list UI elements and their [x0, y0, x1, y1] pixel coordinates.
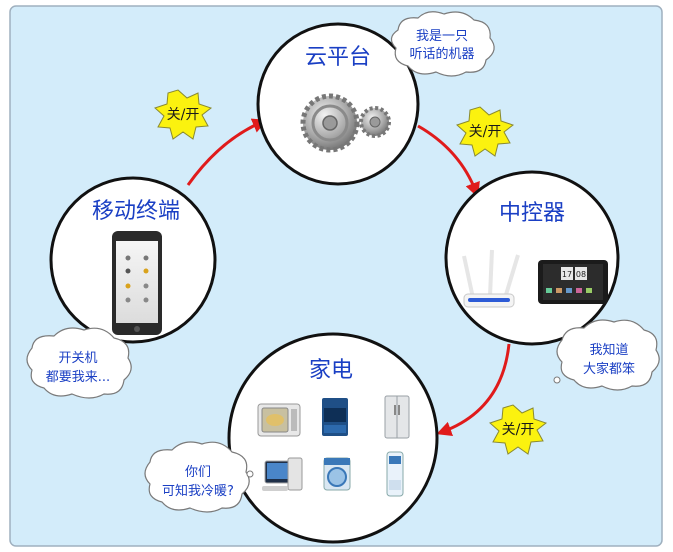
node-cloud-title: 云平台	[305, 45, 371, 70]
node-appliances: 家电	[227, 332, 439, 544]
bubble-mobile-line-2: 都要我来...	[46, 370, 110, 385]
air-conditioner-icon	[386, 451, 404, 497]
bubble-appliances-line-2: 可知我冷暖?	[162, 483, 234, 499]
bubble-cloud-line-1: 我是一只	[416, 29, 468, 44]
node-controller-circle	[444, 170, 620, 346]
starburst-bottom-right-label: 关/开	[502, 422, 535, 438]
arrow-cloud-to-controller	[417, 124, 480, 198]
gear-icon	[300, 93, 391, 153]
bubble-appliances-line-1: 你们	[185, 465, 211, 480]
arrow-controller-to-appliances	[436, 343, 511, 436]
node-cloud-platform: 云平台	[256, 22, 420, 186]
arrow-mobile-to-cloud	[186, 118, 268, 186]
bubble-controller-line-2: 大家都笨	[583, 361, 635, 377]
bubble-controller: 我知道 大家都笨	[553, 319, 660, 391]
refrigerator-icon	[384, 395, 410, 439]
computer-icon	[262, 457, 303, 491]
bubble-appliances: 你们 可知我冷暖?	[144, 441, 254, 513]
stove-icon	[322, 398, 348, 436]
starburst-bottom-right: 关/开	[489, 404, 548, 455]
washing-machine-icon	[323, 457, 351, 491]
router-icon	[462, 249, 520, 308]
smartphone-icon	[112, 231, 162, 335]
microwave-icon	[257, 403, 301, 437]
tablet-clock-hour: 17	[562, 270, 572, 279]
starburst-top-right: 关/开	[456, 106, 515, 157]
node-controller: 中控器 17 08	[444, 170, 620, 346]
node-controller-title: 中控器	[499, 201, 565, 226]
bubble-mobile: 开关机 都要我来...	[26, 327, 132, 399]
node-mobile: 移动终端	[49, 176, 217, 344]
bubble-cloud-line-2: 听话的机器	[409, 46, 474, 62]
tablet-icon: 17 08	[538, 260, 608, 304]
node-appliances-title: 家电	[309, 358, 353, 383]
bubble-mobile-line-1: 开关机	[58, 351, 97, 366]
starburst-top-left: 关/开	[154, 89, 213, 140]
starburst-top-left-label: 关/开	[167, 107, 200, 123]
bubble-controller-line-1: 我知道	[589, 342, 628, 358]
node-mobile-title: 移动终端	[92, 199, 180, 224]
starburst-top-right-label: 关/开	[469, 124, 502, 140]
tablet-clock-minute: 08	[576, 270, 586, 279]
bubble-cloud-platform: 我是一只 听话的机器	[390, 11, 495, 77]
